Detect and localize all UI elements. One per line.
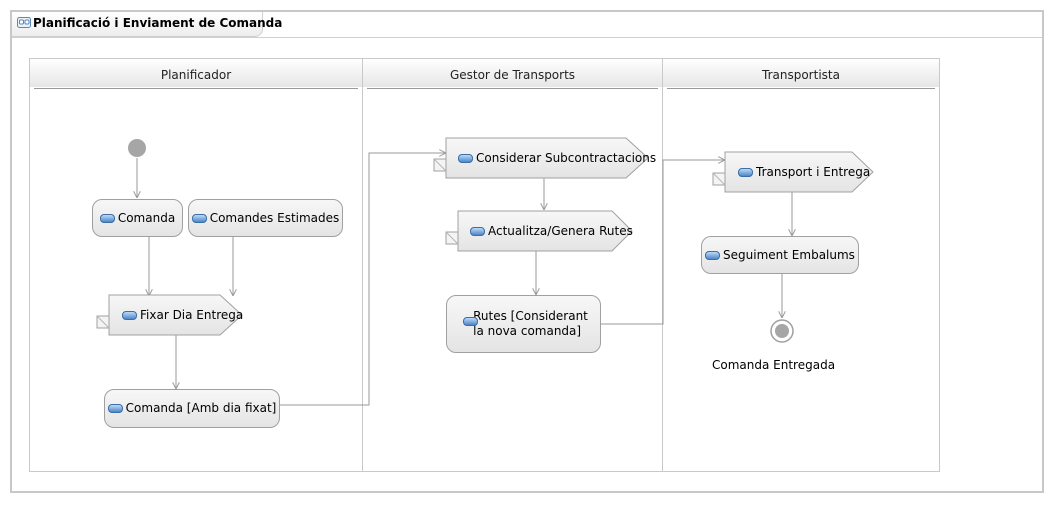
lane-transportista[interactable]: Transportista [662,58,940,472]
comandes-estimades-label: Comandes Estimades [209,210,340,225]
lane-header-divider [34,88,358,89]
object-icon [458,154,473,163]
transport-label-wrap: Transport i Entrega [738,165,870,179]
rutes-label-line1: Rutes [Considerant [473,309,588,323]
seguiment-embalums-node[interactable]: Seguiment Embalums [701,236,859,274]
object-icon [463,317,478,326]
object-icon [99,213,115,223]
rutes-node[interactable]: Rutes [Considerant la nova comanda] [446,295,601,353]
diagram-title: Planificació i Enviament de Comanda [33,16,283,30]
final-node-label: Comanda Entregada [712,358,836,372]
object-icon [470,227,485,236]
lane-planificador[interactable]: Planificador [29,58,363,472]
fixar-dia-entrega-label-wrap: Fixar Dia Entrega [122,308,243,322]
comanda-fixat-label: Comanda [Amb dia fixat] [125,401,277,415]
final-node[interactable] [770,319,794,343]
pin-icon [712,172,726,186]
comanda-fixat-node[interactable]: Comanda [Amb dia fixat] [104,389,280,428]
initial-node[interactable] [128,139,146,157]
object-icon [122,311,137,320]
actualitza-label-wrap: Actualitza/Genera Rutes [470,224,633,238]
comanda-label: Comanda [117,210,176,225]
lane-header: Gestor de Transports [363,59,662,87]
object-icon [705,250,721,260]
title-divider [12,37,1042,38]
considerar-label-wrap: Considerar Subcontractacions [458,151,656,165]
lane-header-divider [367,88,658,89]
activity-diagram-icon [17,17,31,28]
lane-gestor-de-transports[interactable]: Gestor de Transports [362,58,663,472]
fixar-dia-entrega-label: Fixar Dia Entrega [140,308,244,322]
object-icon [191,213,207,223]
comanda-node[interactable]: Comanda [92,199,183,237]
lane-header-divider [667,88,935,89]
actualitza-genera-rutes-label: Actualitza/Genera Rutes [488,224,633,238]
pin-icon [433,158,447,172]
lane-header: Transportista [663,59,939,87]
object-icon [738,168,753,177]
rutes-label-line2: la nova comanda] [473,324,582,338]
pin-icon [445,231,459,245]
considerar-subcontractacions-label: Considerar Subcontractacions [476,151,657,165]
pin-icon [96,315,110,329]
comandes-estimades-node[interactable]: Comandes Estimades [188,199,343,237]
object-icon [107,404,123,413]
lane-header: Planificador [30,59,362,87]
transport-i-entrega-label: Transport i Entrega [756,165,871,179]
seguiment-embalums-label: Seguiment Embalums [723,247,855,262]
diagram-title-tab[interactable] [12,12,263,37]
